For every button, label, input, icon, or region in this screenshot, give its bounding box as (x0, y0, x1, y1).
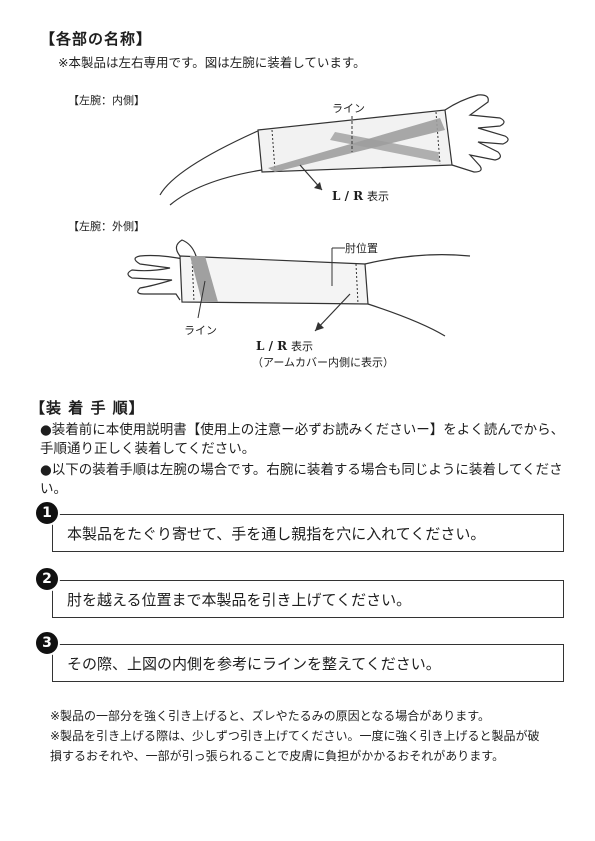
step-2-box: 肘を越える位置まで本製品を引き上げてください。 (52, 580, 564, 618)
outer-line-label: ライン (184, 324, 217, 337)
parts-title: 【各部の名称】 (40, 30, 153, 48)
outer-lr-note: （アームカバー内側に表示） (252, 356, 395, 369)
footnote-1: ※製品の一部分を強く引き上げると、ズレやたるみの原因となる場合があります。 (50, 709, 491, 723)
footnote-2: ※製品を引き上げる際は、少しずつ引き上げてください。一度に強く引き上げると製品が… (50, 729, 540, 763)
procedure-bullet-1: ●装着前に本使用説明書【使用上の注意ー必ずお読みくださいー】をよく読んでから、手… (40, 422, 565, 457)
step-2-number: 2 (34, 566, 60, 592)
step-1-number: 1 (34, 500, 60, 526)
outer-lr-mark: L / R 表示 (256, 338, 313, 354)
parts-note: ※本製品は左右専用です。図は左腕に装着しています。 (58, 55, 366, 70)
inner-lr-text: L / R (332, 189, 364, 203)
outer-lr-suffix: 表示 (290, 340, 313, 353)
outer-elbow-label: 肘位置 (345, 242, 378, 255)
inner-arm-illustration (159, 94, 509, 206)
step-1-text: 本製品をたぐり寄せて、手を通し親指を穴に入れてください。 (67, 524, 486, 543)
inner-lr-suffix: 表示 (366, 190, 389, 203)
procedure-title: 【装 着 手 順】 (30, 399, 145, 417)
inner-view-label: 【左腕：内側】 (68, 94, 145, 107)
step-3-number: 3 (34, 630, 60, 656)
procedure-bullet-2: ●以下の装着手順は左腕の場合です。右腕に装着する場合も同じように装着してください… (40, 462, 563, 497)
outer-view-label: 【左腕：外側】 (68, 220, 145, 233)
outer-arm-illustration (127, 239, 471, 337)
inner-line-label: ライン (332, 102, 365, 115)
step-3-box: その際、上図の内側を参考にラインを整えてください。 (52, 644, 564, 682)
outer-lr-text: L / R (256, 339, 288, 353)
inner-lr-mark: L / R 表示 (332, 188, 389, 204)
step-3-text: その際、上図の内側を参考にラインを整えてください。 (67, 654, 441, 673)
step-2-text: 肘を越える位置まで本製品を引き上げてください。 (67, 590, 412, 609)
step-1-box: 本製品をたぐり寄せて、手を通し親指を穴に入れてください。 (52, 514, 564, 552)
